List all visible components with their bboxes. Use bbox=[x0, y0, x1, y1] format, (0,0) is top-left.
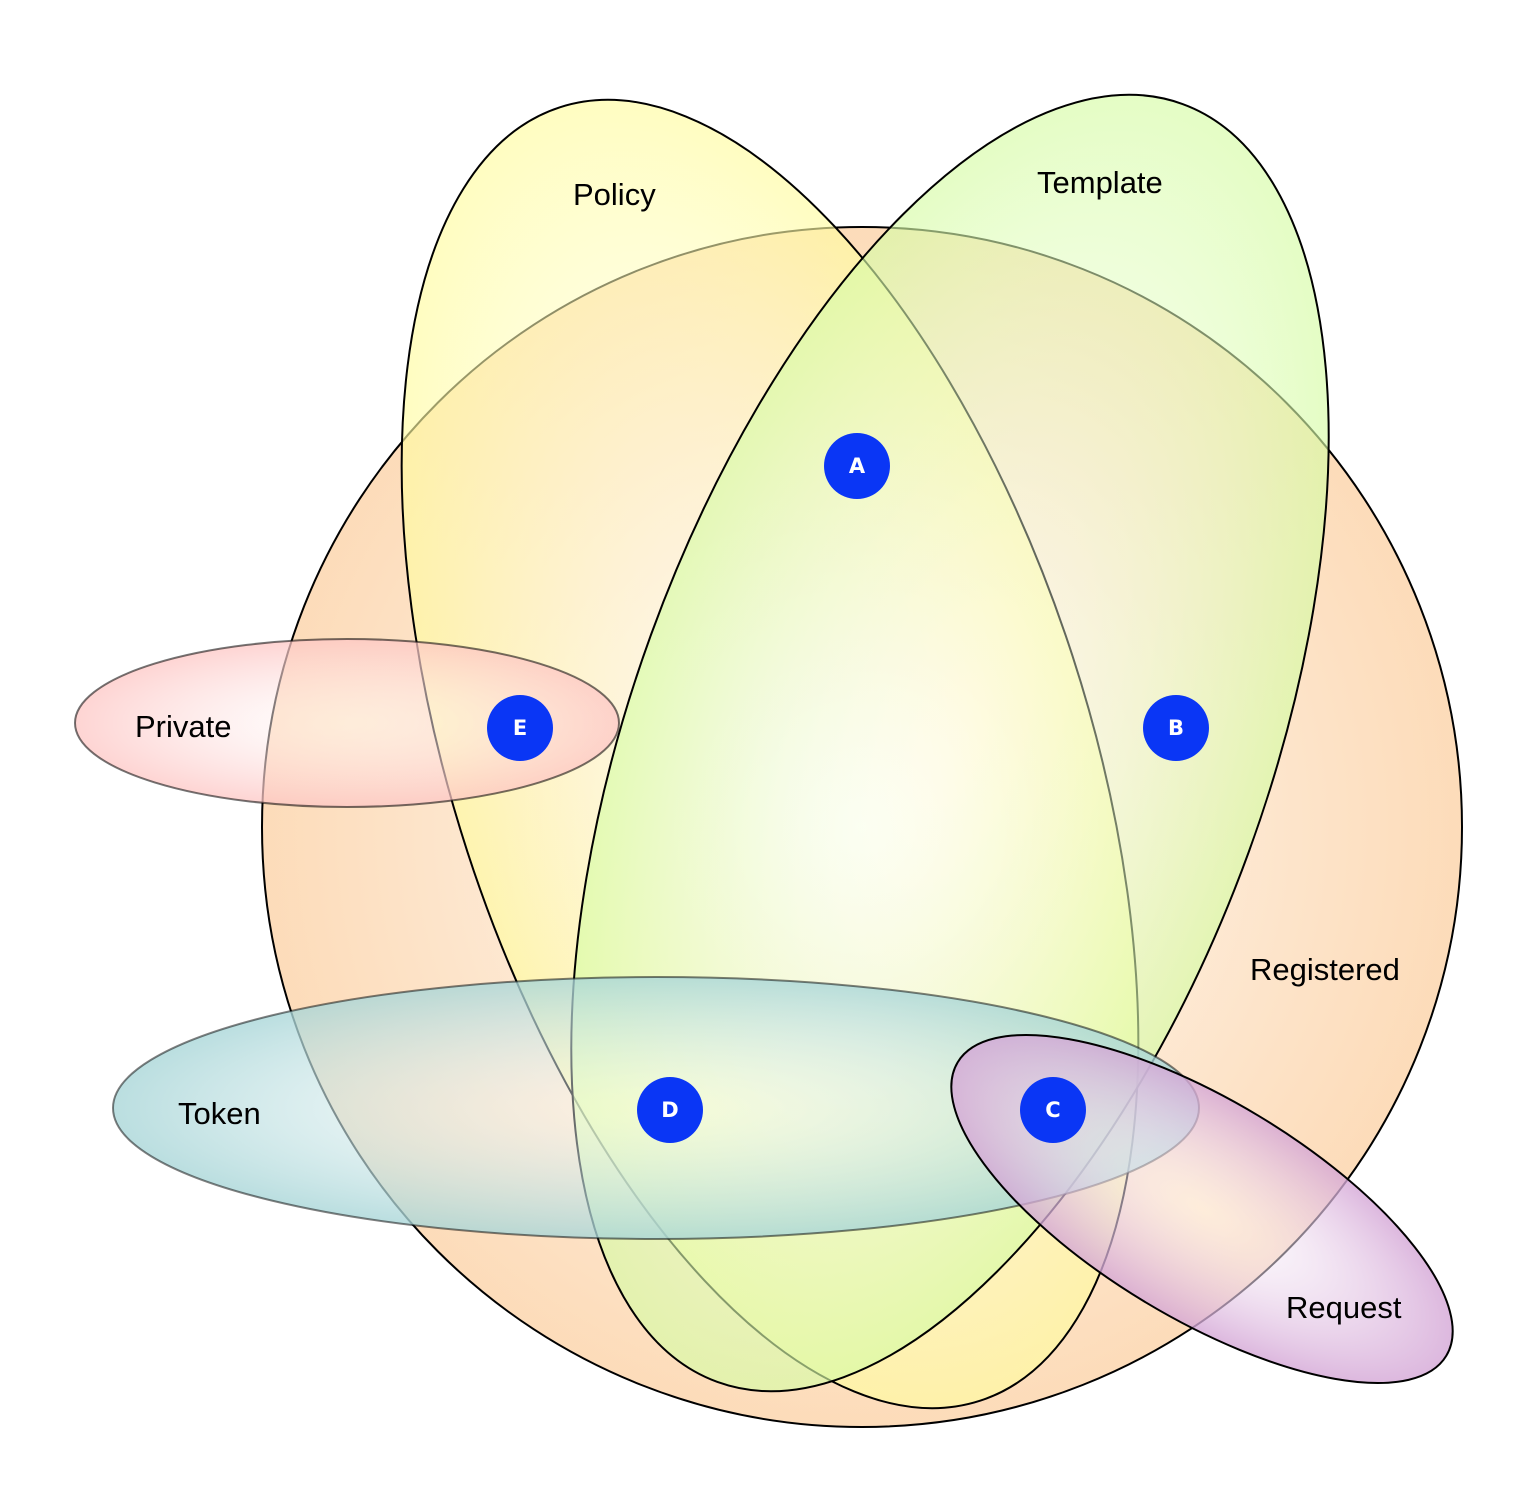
marker-e-letter: E bbox=[513, 716, 527, 740]
marker-d-letter: D bbox=[661, 1098, 678, 1122]
marker-c: C bbox=[1020, 1077, 1086, 1143]
marker-b-circle bbox=[1143, 695, 1209, 761]
marker-b-letter: B bbox=[1168, 716, 1184, 740]
request-label: Request bbox=[1286, 1290, 1402, 1325]
policy-label: Policy bbox=[573, 177, 656, 212]
registered-label: Registered bbox=[1250, 952, 1400, 987]
marker-e-circle bbox=[487, 695, 553, 761]
marker-c-letter: C bbox=[1045, 1098, 1060, 1122]
marker-a: A bbox=[824, 433, 890, 499]
marker-a-letter: A bbox=[849, 454, 866, 478]
marker-b: B bbox=[1143, 695, 1209, 761]
marker-c-circle bbox=[1020, 1077, 1086, 1143]
marker-d: D bbox=[637, 1077, 703, 1143]
marker-a-circle bbox=[824, 433, 890, 499]
private-label: Private bbox=[135, 709, 231, 744]
private-set-region bbox=[74, 638, 620, 808]
marker-d-circle bbox=[637, 1077, 703, 1143]
token-label: Token bbox=[178, 1096, 261, 1131]
template-label: Template bbox=[1037, 165, 1163, 200]
marker-e: E bbox=[487, 695, 553, 761]
